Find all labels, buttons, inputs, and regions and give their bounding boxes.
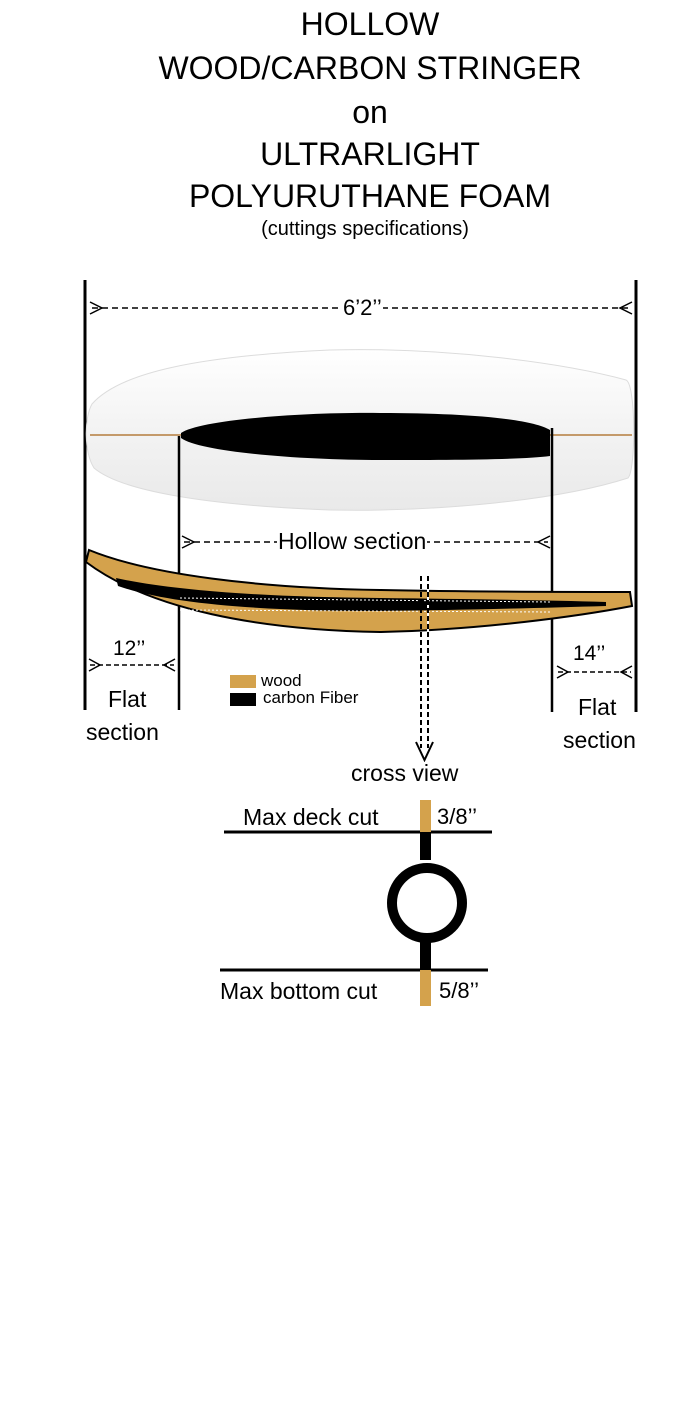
- bottom-cut-label: Max bottom cut: [220, 978, 378, 1004]
- legend-carbon-swatch: [230, 693, 256, 706]
- title-line-4: ULTRARLIGHT: [260, 136, 480, 172]
- bottom-cut-value: 5/8’’: [439, 978, 479, 1003]
- left-flat-length: 12’’: [113, 637, 146, 660]
- left-flat-dimension: [88, 658, 176, 672]
- deck-wood-segment: [420, 800, 431, 832]
- legend-carbon-label: carbon Fiber: [263, 688, 359, 707]
- deck-carbon-segment: [420, 832, 431, 860]
- hollow-section-label: Hollow section: [277, 528, 428, 554]
- left-flat-label-2: section: [86, 719, 159, 745]
- title-line-3: on: [352, 94, 388, 130]
- cross-view-label: cross view: [350, 760, 460, 786]
- overall-length-label: 6’2’’: [342, 295, 383, 320]
- deck-cut-value: 3/8’’: [437, 804, 477, 829]
- carbon-hollow-top: [181, 412, 550, 460]
- subtitle: (cuttings specifications): [261, 218, 469, 240]
- title-line-2: WOOD/CARBON STRINGER: [158, 50, 582, 86]
- stringer-side-profile: [84, 548, 634, 634]
- title-line-5: POLYURUTHANE FOAM: [188, 178, 552, 214]
- left-flat-label-1: Flat: [108, 686, 147, 712]
- right-flat-dimension: [556, 665, 633, 679]
- hollow-tube-circle: [387, 863, 467, 943]
- bottom-wood-segment: [420, 970, 431, 1006]
- right-flat-label-2: section: [563, 727, 636, 753]
- cross-section-view: [220, 800, 492, 1006]
- carbon-strip-profile: [116, 578, 606, 611]
- deck-cut-label: Max deck cut: [243, 804, 379, 830]
- right-flat-length: 14’’: [573, 642, 606, 665]
- right-flat-label-1: Flat: [578, 694, 617, 720]
- overall-length-dimension: [89, 301, 633, 315]
- title-line-1: HOLLOW: [300, 6, 440, 42]
- legend-wood-swatch: [230, 675, 256, 688]
- cross-view-arrow: [415, 576, 434, 763]
- legend-wood-label: wood: [261, 671, 302, 690]
- bottom-carbon-segment: [420, 938, 431, 970]
- surfboard-top-view: [85, 349, 635, 511]
